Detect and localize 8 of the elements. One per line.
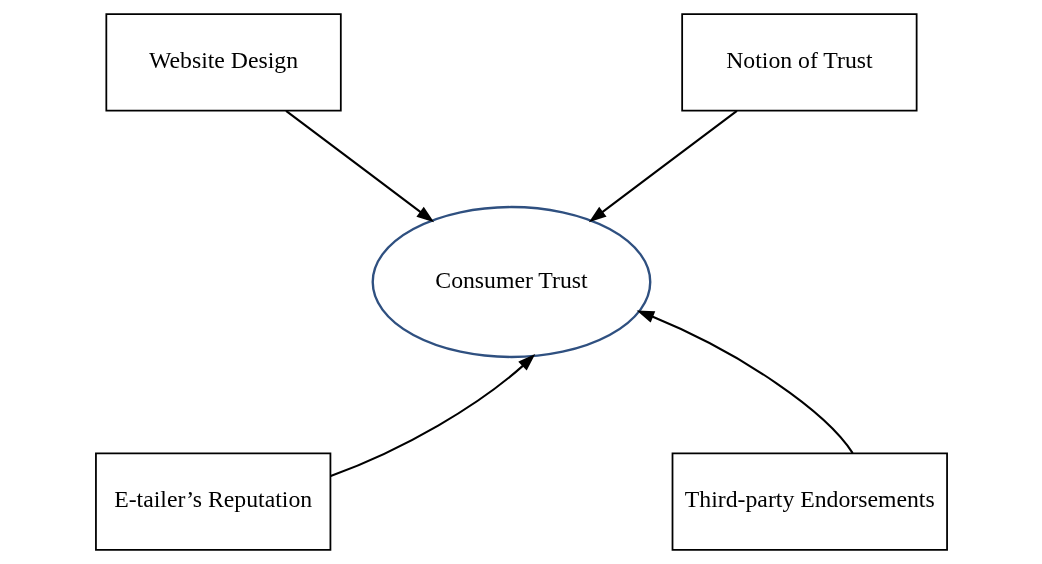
node-box: Third-party Endorsements [671,452,948,551]
arrow [636,310,854,454]
arrow [284,110,434,223]
node-box: Notion of Trust [680,13,918,112]
node-box: Website Design [104,13,342,112]
arrow [329,354,535,477]
node-box: E-tailer’s Reputation [94,452,331,551]
arrow [588,110,738,223]
